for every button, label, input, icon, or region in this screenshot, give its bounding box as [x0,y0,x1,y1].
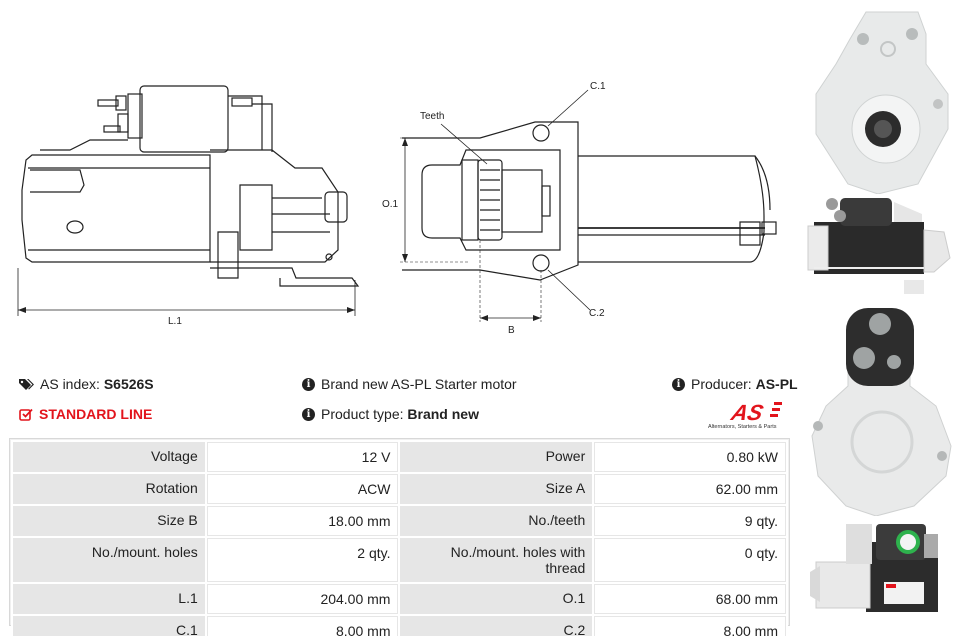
spec-value: 0 qty. [594,538,786,582]
standard-line-row: STANDARD LINE [19,406,152,422]
spec-value: 8.00 mm [594,616,786,636]
product-photos [800,0,959,636]
spec-value: 9 qty. [594,506,786,536]
side-view-drawing [17,85,360,316]
spec-label: Voltage [13,442,205,472]
photo-side-view[interactable] [804,192,954,302]
photo-front-view[interactable] [808,4,958,194]
spec-label: No./teeth [400,506,593,536]
spec-label: No./mount. holes [13,538,205,582]
c1-label: C.1 [590,81,606,92]
o1-label: O.1 [382,199,399,210]
spec-label: O.1 [400,584,593,614]
logo-subtitle: Alternators, Starters & Parts [708,424,777,430]
l1-label: L.1 [168,316,182,327]
spec-label: Size A [400,474,593,504]
spec-value: 2 qty. [206,538,399,582]
info-icon: i [672,377,685,391]
spec-value: 18.00 mm [206,506,399,536]
as-index-value: S6526S [103,376,154,392]
info-icon: i [302,377,315,391]
checkbox-icon [19,408,33,421]
producer-label: Producer: [691,376,752,392]
producer-row: i Producer: AS-PL [672,376,798,392]
spec-label: Power [400,442,593,472]
spec-value: ACW [206,474,399,504]
c2-label: C.2 [589,308,605,319]
b-label: B [508,325,515,336]
spec-label: Rotation [13,474,205,504]
spec-value: 204.00 mm [206,584,399,614]
spec-label: C.2 [400,616,593,636]
spec-value: 68.00 mm [594,584,786,614]
brand-row: i Brand new AS-PL Starter motor [302,376,517,392]
product-type-label: Product type: [321,406,404,422]
as-index-label: AS index: [40,376,100,392]
standard-line-label: STANDARD LINE [39,406,153,422]
brand-text: Brand new AS-PL Starter motor [321,376,517,392]
spec-label: L.1 [13,584,205,614]
as-pl-logo[interactable]: AS [712,398,792,432]
technical-drawing: L.1 O.1 B C.1 C.2 Teeth [17,81,777,336]
spec-value: 12 V [206,442,399,472]
spec-label: C.1 [13,616,205,636]
spec-value: 0.80 kW [594,442,786,472]
as-index-row: AS index: S6526S [19,376,154,392]
photo-rear-view[interactable] [806,306,956,516]
producer-value: AS-PL [755,376,798,392]
teeth-label: Teeth [420,111,444,122]
spec-value: 62.00 mm [594,474,786,504]
photo-label-view[interactable] [806,522,956,622]
front-view-drawing [400,89,777,322]
tag-icon [19,378,34,391]
spec-label: No./mount. holes with thread [400,538,593,582]
spec-value: 8.00 mm [206,616,399,636]
product-type-value: Brand new [407,406,479,422]
product-type-row: i Product type: Brand new [302,406,479,422]
svg-text:AS: AS [728,400,766,425]
spec-label: Size B [13,506,205,536]
info-icon: i [302,407,315,421]
